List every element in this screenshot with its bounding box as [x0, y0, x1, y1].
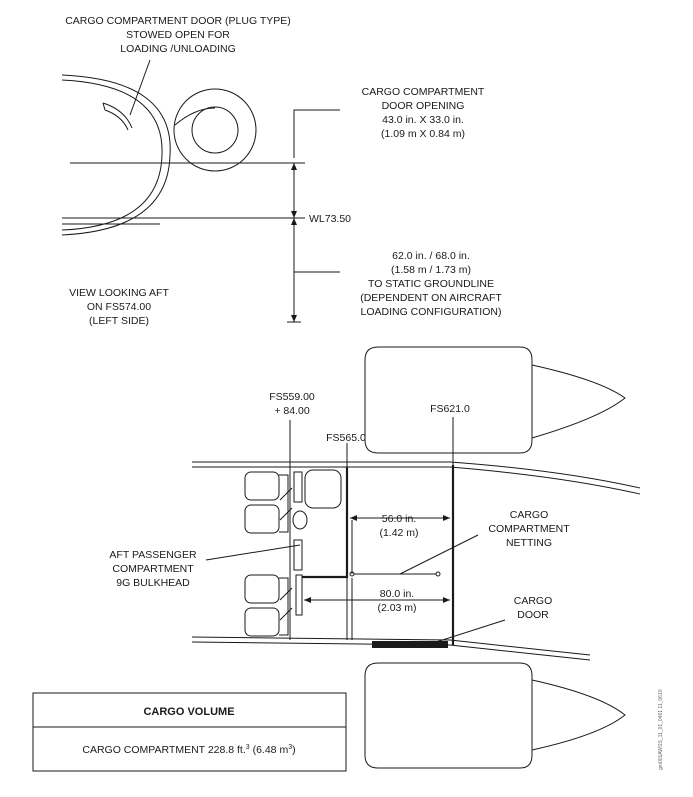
bulkhead-panel-upper — [293, 471, 303, 503]
dim-56-arrow-right — [443, 515, 450, 521]
dim-56-arrow-left — [350, 515, 357, 521]
opening-label-line4: (1.09 m X 0.84 m) — [381, 128, 465, 140]
opening-label-line3: 43.0 in. X 33.0 in. — [382, 114, 464, 126]
stowed-door-outer — [102, 102, 133, 129]
fuselage-outer-arc — [61, 74, 171, 236]
seat — [244, 607, 280, 637]
cargo-door-label-line2: DOOR — [517, 609, 549, 621]
fs621-label: FS621.0 — [430, 403, 470, 415]
dim-80-arrow-right — [443, 597, 450, 603]
dimension-arrow-wl-down — [291, 211, 297, 218]
cargo-door-label-line1: CARGO — [514, 595, 553, 607]
view-label-line1: VIEW LOOKING AFT — [69, 287, 169, 299]
fuselage-top-inner — [192, 466, 641, 495]
dim-80-label-line1: 80.0 in. — [380, 588, 414, 600]
lower-nacelle-exhaust — [531, 679, 626, 751]
upper-nacelle-exhaust — [531, 364, 626, 439]
volume-table-header: CARGO VOLUME — [143, 706, 234, 718]
aft-view: CARGO COMPARTMENT DOOR (PLUG TYPE) STOWE… — [61, 15, 502, 327]
lavatory-cabinet — [304, 469, 342, 509]
bulkhead-label-line1: AFT PASSENGER — [109, 549, 197, 561]
cargo-volume-table: CARGO VOLUME CARGO COMPARTMENT 228.8 ft.… — [32, 692, 347, 772]
lavatory-toilet — [292, 510, 308, 530]
fuselage-inner-arc — [61, 79, 163, 231]
door-label-leader — [129, 59, 151, 116]
dimension-arrow-top — [291, 163, 297, 170]
bulkhead-label-line2: COMPARTMENT — [112, 563, 194, 575]
stowed-door-edge — [102, 102, 106, 111]
bulkhead-label-line3: 9G BULKHEAD — [116, 577, 190, 589]
opening-label-line2: DOOR OPENING — [382, 100, 465, 112]
stowed-door-inner — [104, 109, 129, 131]
netting-anchor-right — [435, 571, 441, 577]
dim-56-label-line2: (1.42 m) — [379, 527, 418, 539]
door-label-line3: LOADING /UNLOADING — [120, 43, 236, 55]
lower-nacelle-body — [364, 662, 533, 769]
seat-recline-marks — [279, 487, 293, 621]
seat — [244, 471, 280, 501]
plan-view: FS559.00 + 84.00 FS565.0 FS621.0 56.0 in… — [109, 346, 641, 769]
netting-label-line3: NETTING — [506, 537, 552, 549]
dimension-arrow-bottom — [291, 315, 297, 322]
fs559-label-line2: + 84.00 — [274, 405, 309, 417]
ground-label-line1: 62.0 in. / 68.0 in. — [392, 250, 470, 262]
ground-label-line4: (DEPENDENT ON AIRCRAFT — [360, 292, 502, 304]
door-label-line1: CARGO COMPARTMENT DOOR (PLUG TYPE) — [65, 15, 291, 27]
upper-nacelle-body — [364, 346, 533, 454]
bulkhead-panel-mid — [293, 539, 303, 571]
volume-table-row: CARGO COMPARTMENT 228.8 ft.3 (6.48 m3) — [82, 744, 295, 756]
seat — [244, 574, 280, 604]
bulkhead-leader — [205, 544, 301, 561]
volume-table-border — [32, 692, 347, 772]
nacelle-outer-ring — [173, 88, 257, 172]
fuselage-bottom-inner — [191, 636, 591, 656]
netting-label-line1: CARGO — [510, 509, 549, 521]
bulkhead-panel-lower — [295, 574, 303, 616]
dimension-arrow-wl-up — [291, 218, 297, 225]
nacelle-inner-ring — [191, 106, 239, 154]
dim-80-label-line2: (2.03 m) — [377, 602, 416, 614]
figure-code: gm001AWSS_11_01_0461 11_0610 — [658, 689, 664, 770]
waterline-label: WL73.50 — [309, 213, 351, 225]
dim-56-label-line1: 56.0 in. — [382, 513, 416, 525]
fs565-label: FS565.0 — [326, 432, 366, 444]
ground-label-line5: LOADING CONFIGURATION) — [361, 306, 502, 318]
ground-label-line2: (1.58 m / 1.73 m) — [391, 264, 471, 276]
ground-label-line3: TO STATIC GROUNDLINE — [368, 278, 494, 290]
fs559-label-line1: FS559.00 — [269, 391, 315, 403]
seat-back-lower — [279, 577, 289, 636]
fuselage-top-outer — [192, 461, 641, 489]
seat-row — [244, 471, 293, 637]
view-label-line3: (LEFT SIDE) — [89, 315, 149, 327]
seat — [244, 504, 280, 534]
cargo-door-leader — [429, 619, 506, 645]
cargo-door — [372, 641, 448, 648]
opening-bracket — [293, 109, 340, 158]
view-label-line2: ON FS574.00 — [87, 301, 151, 313]
opening-label-line1: CARGO COMPARTMENT — [362, 86, 485, 98]
netting-label-line2: COMPARTMENT — [488, 523, 570, 535]
fuselage-bottom-outer — [191, 641, 591, 661]
seat-back-upper — [279, 474, 289, 533]
nacelle-cowl-line — [174, 107, 216, 126]
netting-leader — [399, 534, 479, 575]
door-label-line2: STOWED OPEN FOR — [126, 29, 230, 41]
dim-80-arrow-left — [304, 597, 311, 603]
9g-bulkhead — [302, 467, 349, 579]
